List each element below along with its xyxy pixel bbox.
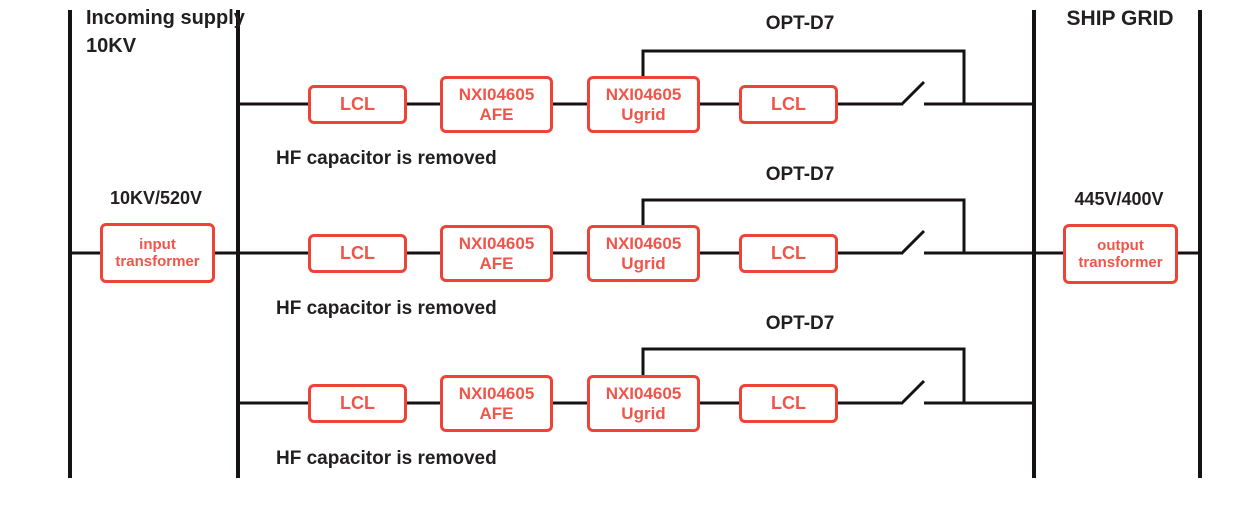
ship-grid-label: SHIP GRID (1066, 7, 1174, 30)
lcl-filter-output-box-row1: LCL (739, 85, 838, 124)
breaker-switch-icon-3 (899, 379, 926, 406)
lcl-filter-input-box-row1: LCL (308, 85, 407, 124)
breaker-switch-icon-1 (899, 80, 926, 107)
hf-capacitor-note-1: HF capacitor is removed (276, 148, 497, 169)
lcl-filter-input-box-row3: LCL (308, 384, 407, 423)
breaker-switch-icon-2 (899, 229, 926, 256)
lcl-filter-input-box-row2: LCL (308, 234, 407, 273)
lcl-filter-output-box-row2: LCL (739, 234, 838, 273)
input-transformer-box: input transformer (100, 223, 215, 283)
converter-row-3-wires (238, 347, 1034, 406)
output-transformer-box: output transformer (1063, 224, 1178, 284)
lcl-filter-output-box-row3: LCL (739, 384, 838, 423)
converter-row-2-wires (238, 198, 1034, 256)
input-voltage-ratio-label: 10KV/520V (109, 188, 203, 208)
optd7-feedback-loop-3 (641, 347, 966, 403)
optd7-feedback-loop-1 (641, 49, 966, 104)
optd7-label-1: OPT-D7 (765, 13, 835, 34)
converter-row-1-wires (238, 49, 1034, 107)
output-voltage-ratio-label: 445V/400V (1074, 189, 1164, 209)
hf-capacitor-note-2: HF capacitor is removed (276, 298, 497, 319)
optd7-label-2: OPT-D7 (765, 164, 835, 185)
optd7-label-3: OPT-D7 (765, 313, 835, 334)
hf-capacitor-note-3: HF capacitor is removed (276, 448, 497, 469)
optd7-feedback-loop-2 (641, 198, 966, 253)
